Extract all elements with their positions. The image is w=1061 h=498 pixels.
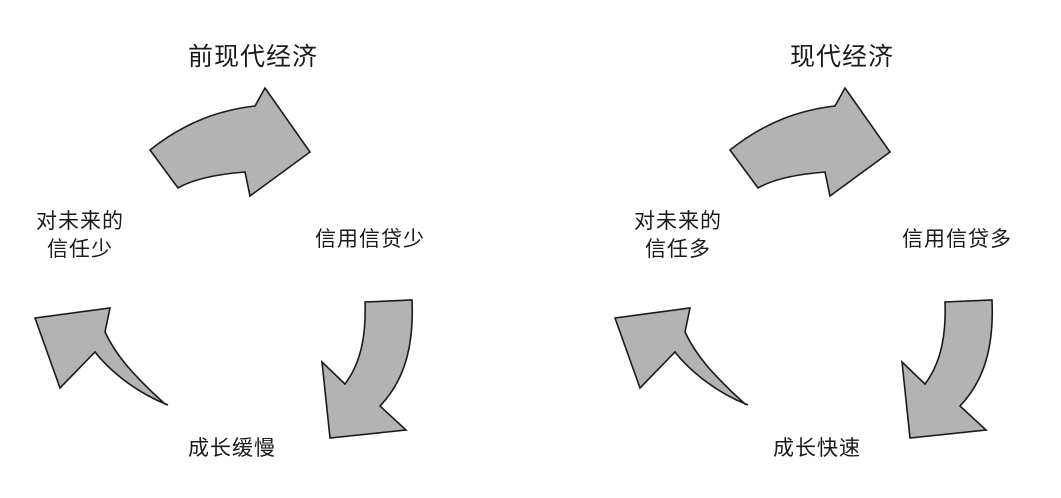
- trust-label: 对未来的 信任少: [34, 207, 126, 263]
- trust-label-line-1: 对未来的: [634, 209, 722, 233]
- arrow-growth-to-trust: [613, 307, 749, 406]
- arrow-credit-to-growth: [320, 299, 414, 439]
- modern-economy-cycle: 现代经济 信用信贷多 成长快速 对未来的 信任多: [590, 0, 1061, 498]
- arrow-credit-to-growth: [900, 299, 994, 439]
- trust-label-line-2: 信任多: [645, 237, 711, 261]
- growth-label: 成长缓慢: [188, 436, 276, 460]
- premodern-cycle-arrows: [33, 86, 414, 439]
- arrow-growth-to-trust: [33, 307, 169, 406]
- modern-cycle-arrows: [613, 86, 994, 439]
- cycle-title: 前现代经济: [188, 42, 319, 71]
- premodern-economy-cycle: 前现代经济 信用信贷少 成长缓慢 对未来的 信任少: [0, 0, 530, 498]
- trust-label-line-1: 对未来的: [36, 209, 124, 233]
- arrow-trust-to-credit: [728, 86, 892, 198]
- cycle-title: 现代经济: [790, 42, 895, 71]
- trust-label-line-2: 信任少: [47, 237, 113, 261]
- trust-label: 对未来的 信任多: [632, 207, 724, 263]
- credit-label: 信用信贷少: [315, 227, 425, 251]
- arrow-trust-to-credit: [148, 86, 312, 198]
- credit-label: 信用信贷多: [902, 227, 1012, 251]
- growth-label: 成长快速: [773, 436, 861, 460]
